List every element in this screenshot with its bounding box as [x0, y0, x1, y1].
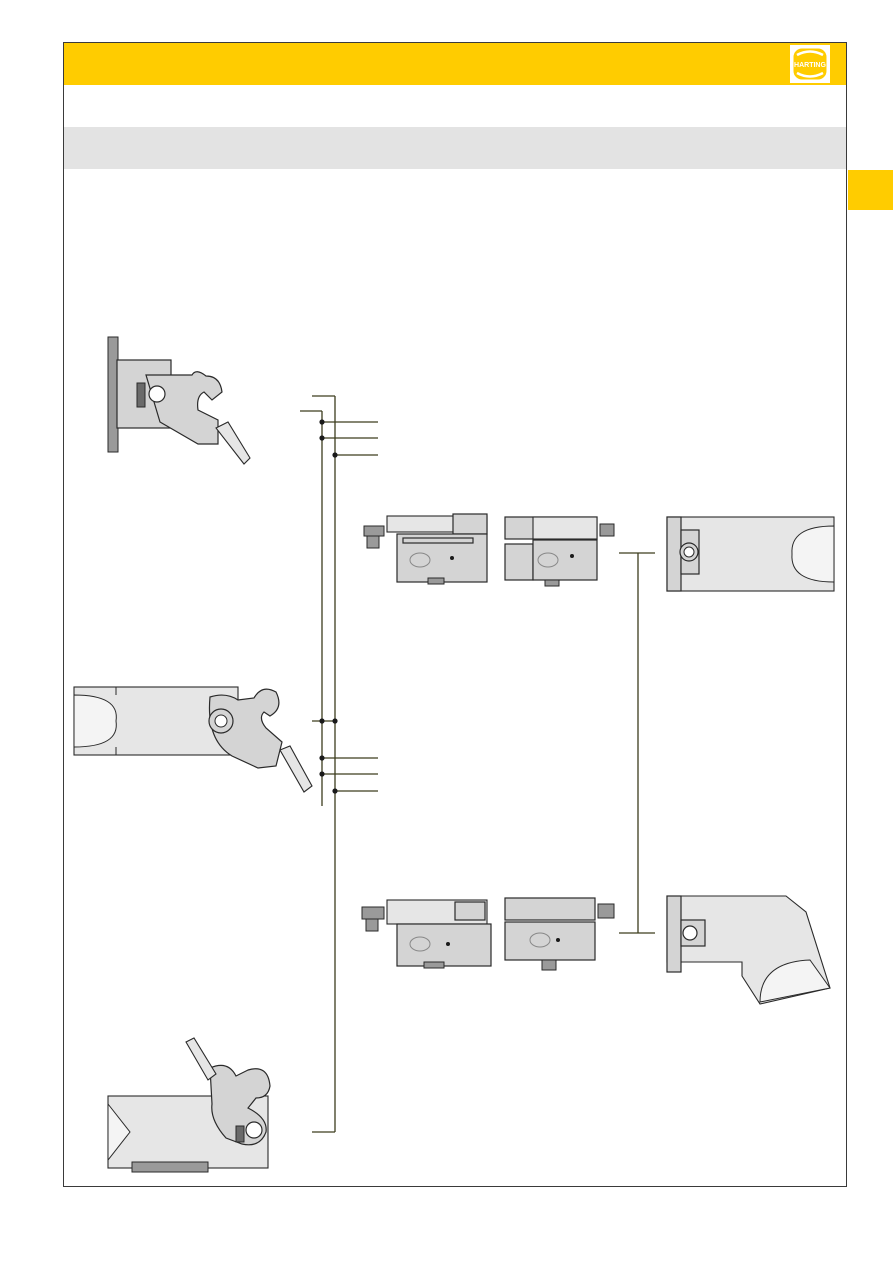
junction-dots	[319, 419, 338, 794]
logo-text: HARTING	[794, 62, 826, 69]
side-tab	[848, 170, 893, 210]
connector-insert-pair-upper	[363, 513, 615, 587]
section-band	[64, 127, 846, 169]
connector-insert-pair-lower	[361, 897, 615, 971]
page-frame	[63, 42, 847, 1187]
header-bar	[63, 42, 847, 85]
bulkhead-housing-single-lever	[107, 336, 251, 465]
hood-side-entry-lever	[73, 686, 313, 793]
hood-angled-entry	[666, 895, 831, 1005]
connection-lines	[300, 395, 655, 1133]
harting-logo-icon: HARTING	[790, 45, 830, 83]
surface-mounted-housing-lever	[107, 1037, 271, 1173]
hood-top-entry-straight	[666, 516, 835, 592]
